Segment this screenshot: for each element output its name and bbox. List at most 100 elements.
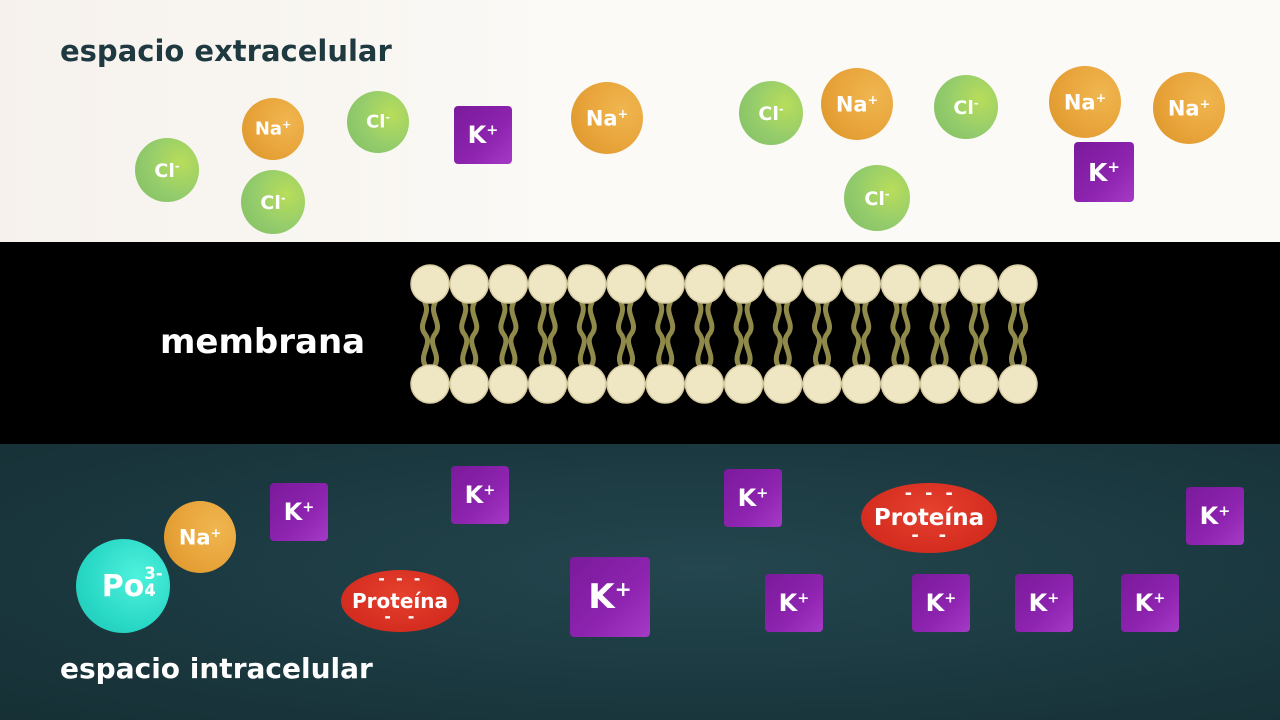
ion-symbol: Cl- [758,101,784,125]
ion-symbol: Na+ [835,91,879,117]
potassium-ion: K+ [270,483,328,541]
ion-symbol: K+ [925,589,957,617]
lipid-tail [968,300,979,368]
sodium-ion: Na+ [1049,66,1121,138]
lipid-tail [419,300,431,368]
lipid-head [567,364,607,404]
lipid-tail [537,300,548,368]
potassium-ion: K+ [724,469,782,527]
lipid-head [606,264,646,304]
lipid-head [684,364,725,404]
lipid-head [645,264,685,304]
lipid-head [488,264,529,304]
protein-label: Proteína [873,505,985,531]
lipid-head [684,264,725,304]
lipid-head [763,364,803,404]
potassium-ion: K+ [1015,574,1073,632]
ion-symbol: K+ [1134,589,1166,617]
negative-charge-mark: - [384,606,391,626]
potassium-ion: K+ [912,574,970,632]
ion-charge: + [210,524,222,540]
negative-charge-mark: - [911,525,919,547]
chloride-ion: Cl- [347,91,409,153]
lipid-head [449,364,489,404]
lipid-tail [861,300,872,368]
lipid-head [998,364,1038,404]
ion-charge: - [174,158,180,173]
lipid-tail [655,300,666,368]
ion-symbol: K+ [778,589,810,617]
negative-charge-mark: - [925,483,933,505]
ion-charge: + [1107,157,1120,176]
ion-charge: + [756,485,769,502]
lipid-head [606,364,646,404]
ion-charge: + [867,91,879,107]
lipid-tail [469,300,480,368]
ion-subscript: 4 [144,580,156,600]
lipid-head [410,364,450,404]
ion-charge: + [486,122,499,139]
lipid-head [841,364,881,404]
ion-symbol: Cl- [260,190,286,214]
sodium-ion: Na+ [821,68,893,140]
ion-symbol: K+ [283,498,315,526]
ion-symbol: Na+ [254,118,292,140]
lipid-head [802,264,842,304]
protein-label: Proteína [352,589,448,613]
lipid-tail [978,300,989,368]
ion-symbol: Na+ [1167,95,1211,121]
lipid-tail [939,300,950,368]
ion-charge: + [1047,590,1060,607]
ion-charge: 3- [144,563,163,583]
ion-charge: - [385,111,390,125]
lipid-head [488,364,529,404]
ion-symbol: Cl- [366,111,390,133]
lipid-head [959,264,999,304]
intracellular-label: espacio intracelular [60,652,373,685]
lipid-tail [743,300,754,368]
sodium-ion: Na+ [571,82,643,154]
ion-symbol: Cl- [154,158,180,182]
lipid-tail [811,300,823,368]
potassium-ion: K+ [765,574,823,632]
ion-charge: + [1095,89,1107,105]
lipid-head [998,264,1038,304]
ion-charge: + [302,499,315,516]
negative-charge-mark: - [945,483,953,505]
ion-charge: + [1218,503,1231,520]
negative-charge-mark: - [413,569,421,589]
ion-symbol: Cl- [864,186,890,210]
lipid-head [527,264,568,304]
lipid-head [959,364,999,404]
ion-symbol: Cl- [953,95,979,119]
lipid-tail [459,300,470,368]
protein: Proteína----- [341,570,459,632]
potassium-ion: K+ [1074,142,1134,202]
lipid-head [880,264,921,304]
negative-charge-mark: - [396,569,403,589]
potassium-ion: K+ [1186,487,1244,545]
lipid-tail [929,300,940,368]
membrane-label: membrana [160,322,366,362]
lipid-tail [586,300,597,368]
ion-charge: - [884,186,890,201]
potassium-ion: K+ [570,557,650,637]
lipid-tail [694,300,705,368]
ion-symbol: Na+ [585,105,629,131]
lipid-head [802,364,842,404]
ion-charge: + [797,590,810,607]
lipid-tail [429,300,441,368]
ion-symbol: K+ [1199,502,1231,530]
ion-charge: + [617,105,629,121]
ion-symbol: K+ [467,121,499,149]
lipid-tail [782,300,793,368]
ion-charge: + [614,576,632,601]
ion-charge: + [1199,95,1211,111]
lipid-tail [890,300,901,368]
negative-charge-mark: - [904,483,913,505]
lipid-tail [772,300,783,368]
lipid-tail [733,300,744,368]
potassium-ion: K+ [1121,574,1179,632]
